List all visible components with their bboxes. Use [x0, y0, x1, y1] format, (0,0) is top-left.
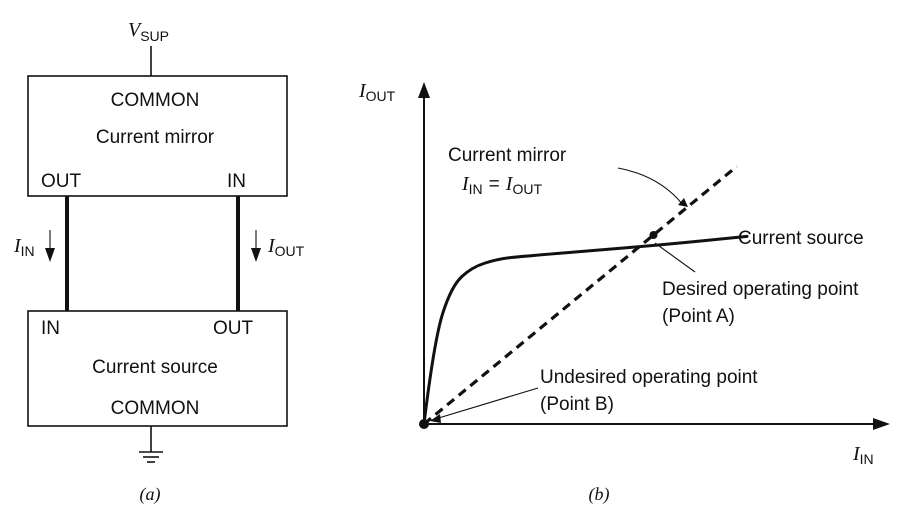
mirror-name-label: Current mirror: [96, 127, 215, 148]
mirror-out-port-label: OUT: [41, 171, 82, 192]
current-source-curve: [422, 234, 749, 426]
panel-b: IOUT IIN Current mirror IIN=IOUT Current…: [358, 80, 890, 505]
mirror-equation: IIN=IOUT: [461, 173, 542, 197]
point-b-marker: [419, 419, 429, 429]
mirror-leader-line: [617, 167, 684, 206]
source-in-port-label: IN: [41, 318, 60, 339]
y-axis-label: IOUT: [358, 80, 396, 104]
mirror-common-label: COMMON: [111, 90, 200, 111]
point-a-label-line1: Desired operating point: [662, 279, 859, 300]
point-a-label-line2: (Point A): [662, 306, 735, 327]
iout-current-label: IOUT: [267, 235, 305, 259]
ground-icon: [139, 426, 163, 463]
panel-a: VSUP COMMON Current mirror OUT IN IIN IO…: [13, 19, 305, 505]
x-axis-label: IIN: [852, 443, 874, 467]
point-b-label-line2: (Point B): [540, 394, 614, 415]
mirror-label-line1: Current mirror: [448, 145, 567, 166]
iin-arrow-icon: [45, 230, 55, 262]
mirror-in-port-label: IN: [227, 171, 246, 192]
point-b-leader-arrow-icon: [430, 414, 441, 423]
current-mirror-line: [422, 165, 738, 426]
y-axis-arrow-icon: [418, 82, 430, 98]
point-b-label-line1: Undesired operating point: [540, 367, 758, 388]
x-axis-arrow-icon: [873, 418, 890, 430]
source-common-label: COMMON: [111, 398, 200, 419]
point-a-marker: [649, 231, 658, 239]
iout-arrow-icon: [251, 230, 261, 262]
source-out-port-label: OUT: [213, 318, 254, 339]
mirror-leader-arrow-icon: [678, 198, 688, 207]
caption-b: (b): [589, 484, 610, 505]
point-b-leader-line: [431, 387, 539, 421]
current-mirror-box: [27, 75, 288, 197]
current-source-box: [27, 310, 288, 427]
iin-current-label: IIN: [13, 235, 35, 259]
point-a-leader-line: [654, 242, 696, 273]
source-name-label: Current source: [92, 357, 218, 378]
caption-a: (a): [140, 484, 161, 505]
supply-label: VSUP: [128, 19, 169, 44]
source-label: Current source: [738, 228, 864, 249]
